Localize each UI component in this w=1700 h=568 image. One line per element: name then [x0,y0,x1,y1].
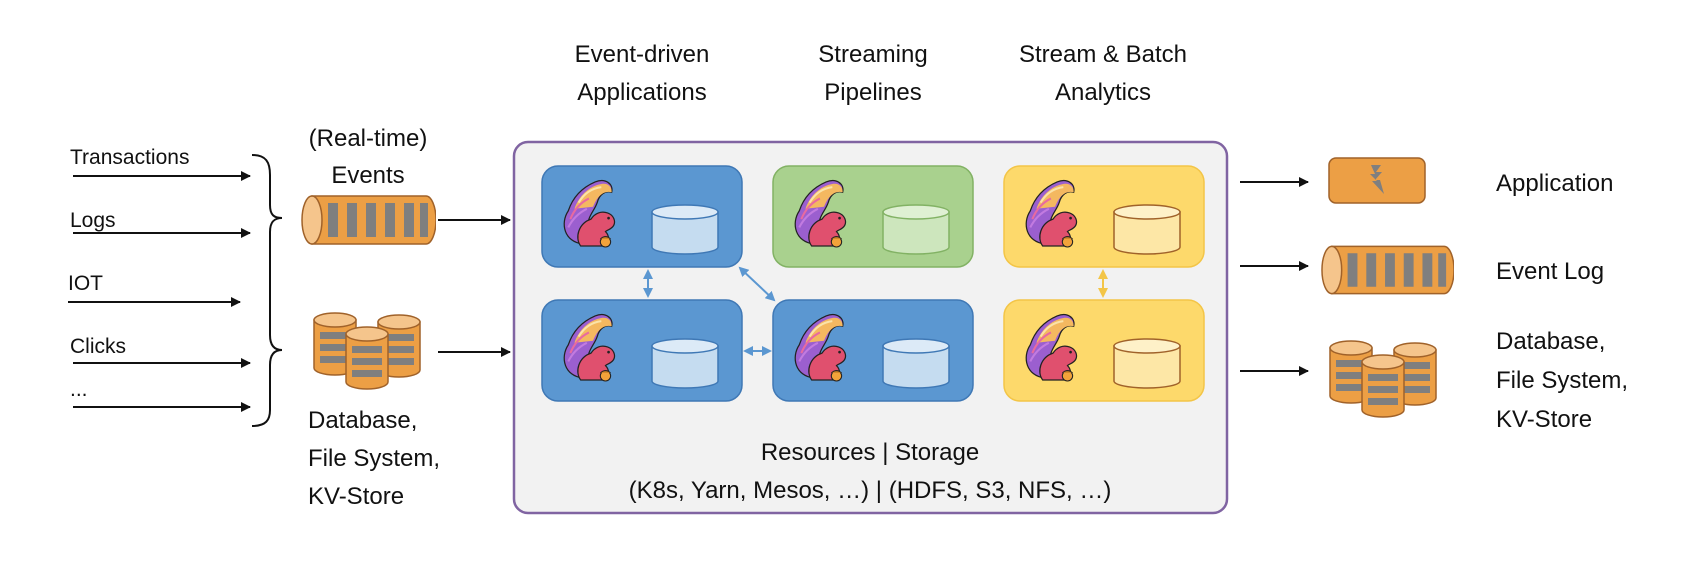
database-icon [1330,341,1436,417]
connector-app-to-pipeline-diagonal [738,266,776,302]
node-app-bottom [541,299,743,402]
state-cylinder-icon [882,338,950,389]
state-cylinder-icon [882,204,950,255]
input-label-more: ... [70,378,88,401]
storage-source: Database, File System, KV-Store [308,313,511,510]
input-sources: Transactions Logs IOT Clicks ... [68,146,251,412]
sink-label-database-line3: KV-Store [1496,406,1592,433]
storage-label-line3: KV-Store [308,483,404,510]
events-label-line1: (Real-time) [309,125,428,152]
state-cylinder-icon [1113,338,1181,389]
event-queue-icon [301,195,436,245]
input-label-clicks: Clicks [70,335,126,358]
lightning-icon [1370,165,1384,194]
database-icon [314,313,420,389]
input-label-iot: IOT [68,272,103,295]
sink-label-database-line2: File System, [1496,367,1628,394]
header-line1: Event-driven [575,41,710,68]
header-line1: Stream & Batch [1019,41,1187,68]
node-pipeline-bottom [772,299,974,402]
input-label-transactions: Transactions [70,146,189,169]
header-line2: Pipelines [824,79,921,106]
node-analytics-top [1003,165,1205,268]
header-line2: Applications [577,79,706,106]
sink-label-database-line1: Database, [1496,328,1605,355]
node-app-top [541,165,743,268]
header-column-streaming: Streaming Pipelines [818,41,927,106]
application-icon [1328,157,1426,204]
header-line2: Analytics [1055,79,1151,106]
input-label-logs: Logs [70,209,116,232]
header-column-event-driven: Event-driven Applications [575,41,710,106]
event-log-icon [1321,245,1454,295]
platform-footer-line1: Resources | Storage [761,439,979,466]
storage-label-line2: File System, [308,445,440,472]
sink-label-application: Application [1496,170,1613,197]
realtime-events-source: (Real-time) Events [301,125,511,245]
grouping-brace [251,154,283,427]
state-cylinder-icon [1113,204,1181,255]
node-analytics-bottom [1003,299,1205,402]
header-line1: Streaming [818,41,927,68]
storage-label-line1: Database, [308,407,417,434]
events-label-line2: Events [331,162,404,189]
state-cylinder-icon [651,338,719,389]
header-column-analytics: Stream & Batch Analytics [1019,41,1187,106]
state-cylinder-icon [651,204,719,255]
node-pipeline-top [772,165,974,268]
sink-label-event-log: Event Log [1496,258,1604,285]
platform-footer-line2: (K8s, Yarn, Mesos, …) | (HDFS, S3, NFS, … [629,477,1112,504]
